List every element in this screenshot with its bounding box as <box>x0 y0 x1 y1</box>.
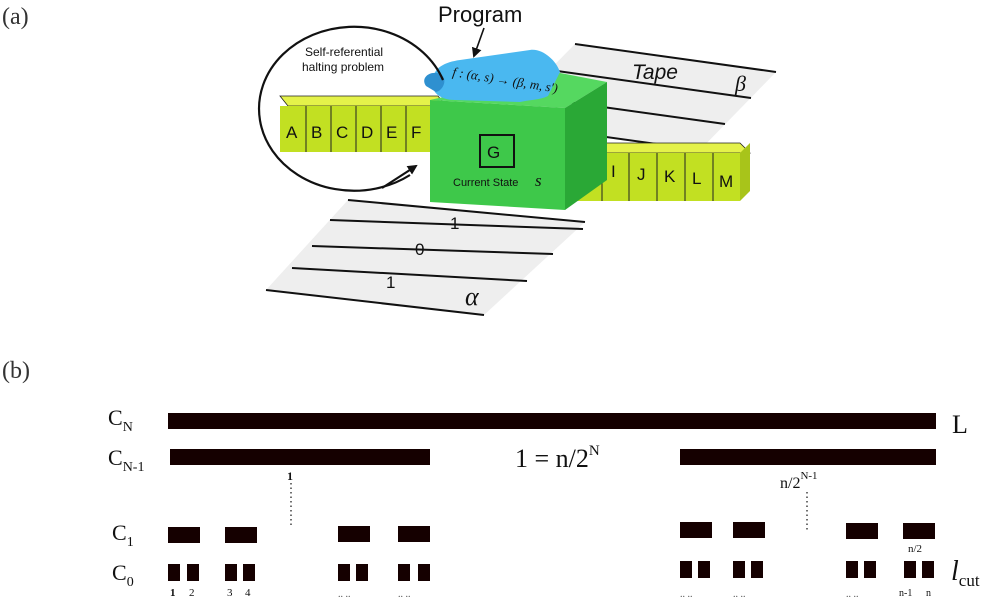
index-label: 2 <box>189 587 195 599</box>
level-c0-bar <box>751 561 763 578</box>
index-label: 1 <box>170 587 176 599</box>
state-variable: s <box>535 171 542 190</box>
state-caption: Current State <box>453 177 518 189</box>
level-c0-bar <box>187 564 199 581</box>
level-c0-bar <box>733 561 745 578</box>
index-label: n-1 <box>899 588 912 599</box>
cell-label: A <box>286 123 298 142</box>
tape-cell-value-2: 0 <box>415 240 424 259</box>
halting-label-line1: Self-referential <box>305 45 383 59</box>
level-c0-bar <box>168 564 180 581</box>
level-c1-bar <box>338 526 370 542</box>
cell-label: E <box>386 123 397 142</box>
level-c0-bar <box>243 564 255 581</box>
cell-label: I <box>611 162 616 181</box>
lcut-label: lcut <box>951 556 980 590</box>
n-half-label: n/2 <box>908 543 922 555</box>
level-label-cn: CN <box>108 405 133 435</box>
level-c0-bar <box>418 564 430 581</box>
n-over-label: n/2N-1 <box>780 470 818 492</box>
level-c1-bar <box>398 526 430 542</box>
index-label: 4 <box>245 587 251 599</box>
cell-label: D <box>361 123 373 142</box>
tape-alpha-symbol: α <box>465 282 480 311</box>
tape-beta-symbol: β <box>734 71 746 96</box>
level-c0-bars <box>168 561 934 581</box>
level-c0-bar <box>846 561 858 578</box>
level-cn-1-bar-right <box>680 449 936 465</box>
cell-label: M <box>719 172 733 191</box>
cell-label: F <box>411 123 421 142</box>
level-c0-bar <box>904 561 916 578</box>
panel-b-label: (b) <box>2 358 30 384</box>
state-symbol: G <box>487 143 500 162</box>
level-label-cn-1: CN-1 <box>108 445 144 475</box>
cell-label: B <box>311 123 322 142</box>
cell-label: J <box>637 165 646 184</box>
level-c1-bar <box>846 523 878 539</box>
level-label-c1: C1 <box>112 520 134 550</box>
index-label: n <box>926 588 931 599</box>
index-ellipsis: .. .. <box>733 589 746 600</box>
input-tape: 1 0 1 α <box>265 199 586 316</box>
level-c1-bar <box>903 523 935 539</box>
halting-loop: Self-referential halting problem <box>257 25 445 192</box>
level-c0-bar <box>356 564 368 581</box>
index-ellipsis: .. .. <box>338 589 351 600</box>
level-c1-bars <box>168 522 935 543</box>
index-label: 3 <box>227 587 233 599</box>
level-cn-1-bar-left <box>170 449 430 465</box>
length-label-L: L <box>952 410 968 439</box>
state-box <box>479 134 515 168</box>
level-c1-bar <box>168 527 200 543</box>
level-c0-bar <box>225 564 237 581</box>
level-cn-bar <box>168 413 936 429</box>
index-ellipsis: .. .. <box>398 589 411 600</box>
tape-cell-value-3: 1 <box>386 273 395 292</box>
cell-label: L <box>692 169 701 188</box>
halting-label-line2: halting problem <box>302 60 384 74</box>
cell-label: K <box>664 167 676 186</box>
tape-cell-value-1: 1 <box>450 214 459 233</box>
index-ellipsis: .. .. <box>680 589 693 600</box>
level-c0-bar <box>398 564 410 581</box>
level-c0-bar <box>698 561 710 578</box>
program-label: Program <box>438 2 522 27</box>
level-c0-bar <box>680 561 692 578</box>
program-scroll: f : (α, s) → (β, m, s') <box>424 49 560 102</box>
tape-label: Tape <box>632 61 678 84</box>
panel-a-label: (a) <box>2 4 29 30</box>
level-c0-bar <box>338 564 350 581</box>
equation-label: 1 = n/2N <box>515 443 600 473</box>
cell-label: C <box>336 123 348 142</box>
index-ellipsis: .. .. <box>846 589 859 600</box>
program-arrow <box>471 27 485 58</box>
left-symbol-cells: A B C D E F <box>279 95 447 152</box>
level-c0-bar <box>922 561 934 578</box>
level-label-c0: C0 <box>112 560 134 590</box>
level-c0-bar <box>864 561 876 578</box>
level-c1-bar <box>225 527 257 543</box>
level-c1-bar <box>680 522 712 538</box>
level-one-label: 1 <box>287 469 293 483</box>
level-c1-bar <box>733 522 765 538</box>
